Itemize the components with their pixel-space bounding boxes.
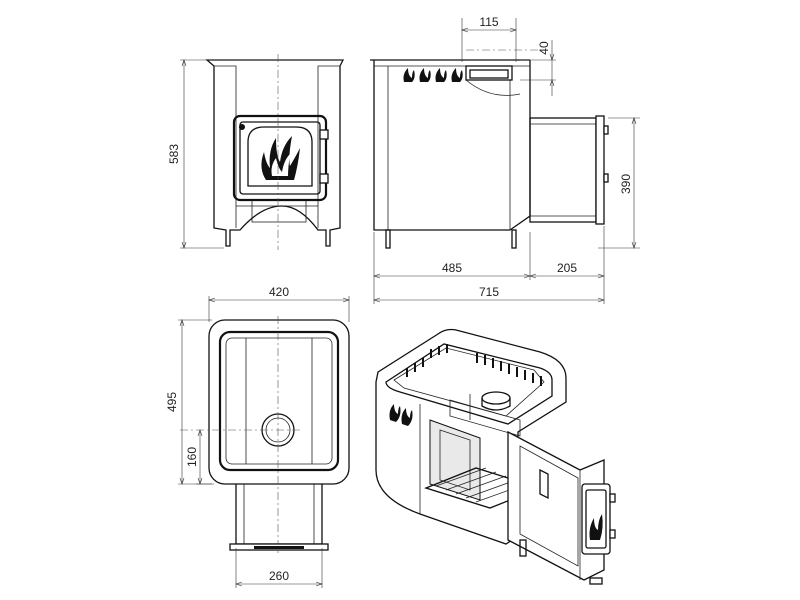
side-top-height-label: 40: [537, 41, 551, 55]
side-firebox-depth-label: 205: [557, 261, 577, 275]
top-view: 420 495 160 260: [165, 285, 350, 588]
rim-vent-slots: [406, 344, 542, 386]
top-flue-offset-label: 160: [185, 447, 199, 467]
side-right-height-label: 390: [619, 174, 633, 194]
front-height-label: 583: [167, 144, 181, 164]
side-total-depth-label: 715: [479, 285, 499, 299]
side-body-depth-label: 485: [442, 261, 462, 275]
side-top-offset-label: 115: [479, 15, 498, 29]
side-view: 115 40 390 485 205 715: [370, 15, 640, 304]
isometric-cutaway-view: [375, 328, 616, 585]
top-width-label: 420: [269, 285, 289, 299]
side-flame-vent-icons: [389, 404, 413, 426]
top-tunnel-width-label: 260: [269, 569, 289, 583]
flame-emblem-icon: [261, 136, 300, 180]
iso-door-flame-icon: [589, 514, 603, 540]
side-vent-icons: [403, 68, 463, 82]
front-view: 583: [167, 54, 345, 250]
top-depth-label: 495: [165, 392, 179, 412]
